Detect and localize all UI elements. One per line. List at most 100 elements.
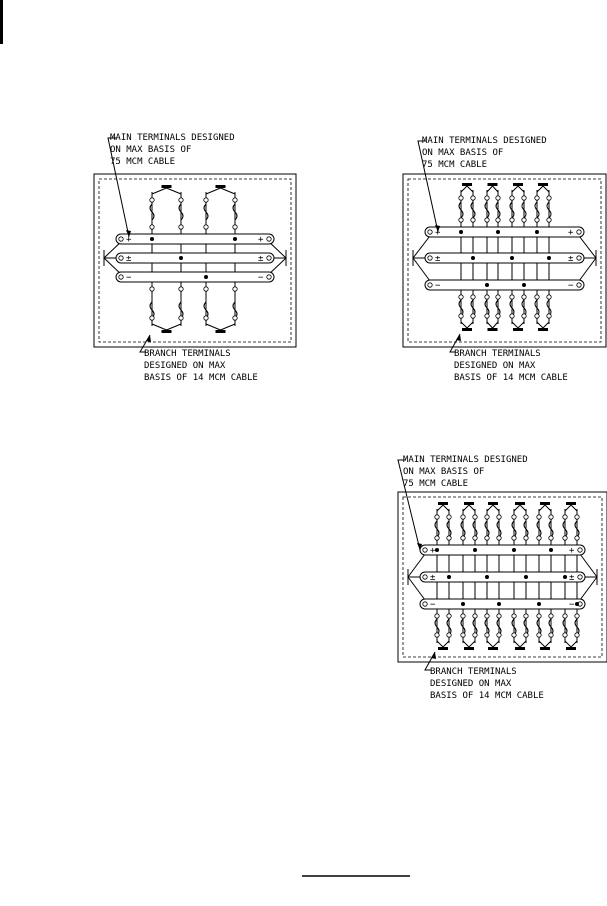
branch-terminal <box>536 535 542 541</box>
branch-block-top <box>513 183 523 186</box>
branch-terminal <box>509 217 515 223</box>
branch-terminal <box>534 313 540 319</box>
branch-terminal <box>562 632 568 638</box>
branch-lead <box>511 321 519 329</box>
branch-block-top <box>540 502 550 505</box>
branch-wire <box>484 520 490 538</box>
branch-terminal <box>496 535 502 541</box>
main-terminals-label-line-2: ON MAX BASIS OF <box>403 467 484 477</box>
branch-lead <box>492 321 499 329</box>
branch-terminal <box>149 197 155 203</box>
branch-wire <box>495 299 501 317</box>
main-terminal <box>266 255 272 261</box>
branch-wire <box>149 203 155 221</box>
branch-terminal <box>534 294 540 300</box>
branch-block-top <box>566 502 576 505</box>
enclosure-outer <box>402 173 607 348</box>
bus-tap-point <box>535 230 539 234</box>
bus-tap-point <box>179 256 183 260</box>
branch-wire <box>434 520 440 538</box>
branch-terminal <box>472 514 478 520</box>
branch-terminal <box>460 613 466 619</box>
branch-terminal <box>495 195 501 201</box>
main-terminals-label-line-2: ON MAX BASIS OF <box>110 145 191 155</box>
bus-polarity-label: ± <box>435 254 441 264</box>
branch-terminal <box>536 613 542 619</box>
branch-terminal <box>149 224 155 230</box>
bus-polarity-label: + <box>568 228 574 238</box>
branch-terminal <box>446 613 452 619</box>
bus-bar <box>424 252 585 264</box>
bus-tap-point <box>471 256 475 260</box>
main-terminal <box>576 255 582 261</box>
main-terminals-leader-arrow <box>435 225 440 232</box>
branch-block-top <box>438 502 448 505</box>
bus-bar <box>419 598 586 610</box>
branch-lead <box>436 504 444 512</box>
branch-lead <box>462 640 470 648</box>
branch-wire <box>534 201 540 219</box>
branch-terminals-leader-arrow <box>146 335 151 342</box>
bus-polarity-label: + <box>126 235 132 245</box>
branch-lead <box>564 640 572 648</box>
branch-lead <box>462 504 470 512</box>
branch-terminals-leader-arrow <box>456 334 461 341</box>
main-terminal <box>422 547 428 553</box>
bus-tap-point <box>447 575 451 579</box>
branch-terminal <box>470 294 476 300</box>
branch-wire <box>509 299 515 317</box>
branch-lead <box>166 187 182 195</box>
main-terminals-leader <box>107 137 130 238</box>
branch-block-top <box>215 185 226 188</box>
branch-terminal <box>495 217 501 223</box>
branch-wire <box>232 203 238 221</box>
bus-tap-point <box>485 575 489 579</box>
enclosure-inner <box>98 178 292 343</box>
branch-terminal <box>511 613 517 619</box>
branch-wire <box>562 618 568 636</box>
branch-terminal <box>470 195 476 201</box>
main-terminal <box>118 236 124 242</box>
branch-terminal <box>509 294 515 300</box>
branch-lead <box>442 504 450 512</box>
branch-terminal <box>574 613 580 619</box>
branch-terminal <box>511 535 517 541</box>
branch-block-top <box>464 502 474 505</box>
branch-terminal <box>484 313 490 319</box>
branch-terminal <box>458 195 464 201</box>
bus-tap-point <box>496 230 500 234</box>
branch-terminal <box>460 535 466 541</box>
branch-terminal <box>484 217 490 223</box>
branch-wire <box>460 618 466 636</box>
branch-terminal <box>460 514 466 520</box>
branch-block-bottom <box>538 328 548 331</box>
main-terminal <box>576 282 582 288</box>
branch-terminal <box>574 632 580 638</box>
branch-lead <box>519 504 527 512</box>
bus-polarity-label: + <box>430 546 436 556</box>
branch-terminal <box>548 632 554 638</box>
bus-tap-point <box>459 230 463 234</box>
bus-polarity-label: − <box>568 281 574 291</box>
branch-terminal <box>203 224 209 230</box>
branch-lead <box>544 640 552 648</box>
branch-lead <box>538 504 546 512</box>
branch-terminal <box>178 286 184 292</box>
branch-wire <box>495 201 501 219</box>
branch-wire <box>546 201 552 219</box>
branch-block-bottom <box>540 647 550 650</box>
bus-tap-point <box>485 283 489 287</box>
branch-wire <box>458 201 464 219</box>
branch-wire <box>536 618 542 636</box>
branch-block-bottom <box>487 328 498 331</box>
branch-wire <box>574 520 580 538</box>
branch-terminal <box>574 535 580 541</box>
branch-block-top <box>462 183 472 186</box>
branch-lead <box>513 504 521 512</box>
branch-lead <box>542 185 550 193</box>
branch-block-top <box>538 183 548 186</box>
bus-tap-point <box>563 575 567 579</box>
branch-terminal <box>232 286 238 292</box>
branch-terminal <box>446 535 452 541</box>
branch-terminal <box>434 632 440 638</box>
